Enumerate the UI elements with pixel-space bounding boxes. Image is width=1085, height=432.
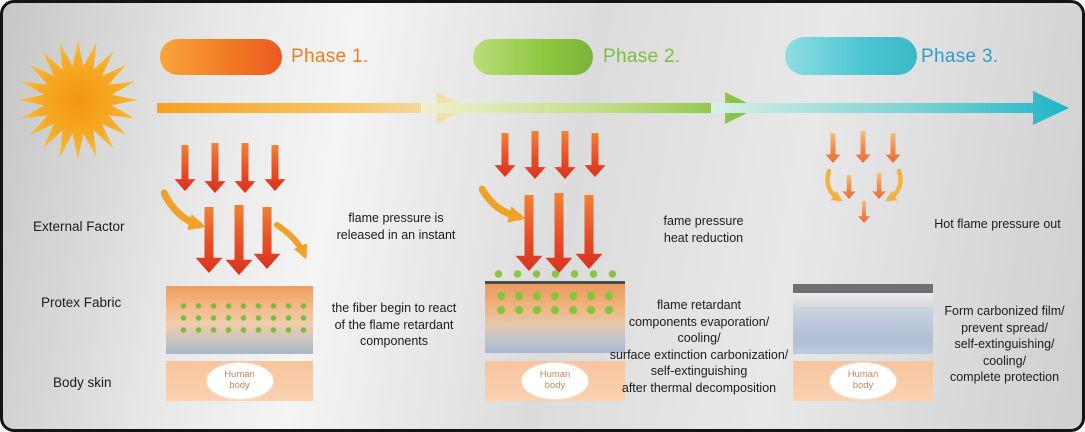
retardant-dots bbox=[489, 287, 621, 317]
sun-icon bbox=[18, 40, 138, 160]
phase-label-2: Phase 2. bbox=[603, 46, 681, 67]
fabric-layer-2 bbox=[485, 281, 625, 353]
external-factor-text-2: fame pressure heat reduction bbox=[663, 214, 744, 245]
deflect-arrow-icon bbox=[274, 222, 307, 260]
fabric-text-2: flame retardant components evaporation/ … bbox=[609, 298, 789, 395]
deflect-arrow-icon bbox=[825, 168, 843, 202]
fabric-layer-3-mid bbox=[793, 293, 933, 307]
external-factor-text-1: flame pressure is released in an instant bbox=[336, 211, 456, 242]
fabric-layer-1 bbox=[166, 286, 313, 354]
human-body-oval: Human body bbox=[829, 362, 897, 400]
human-body-oval: Human body bbox=[205, 362, 274, 400]
retardant-dots bbox=[172, 298, 307, 336]
phase-pill-2 bbox=[473, 39, 593, 75]
evaporating-dots bbox=[487, 266, 623, 279]
fabric-layer-3-low bbox=[793, 307, 933, 354]
human-body-label: Human body bbox=[539, 369, 571, 391]
row-label-body-skin: Body skin bbox=[53, 375, 112, 390]
deflect-arrow-icon bbox=[479, 185, 526, 223]
phase-label-1: Phase 1. bbox=[291, 46, 369, 67]
phase-pill-1 bbox=[160, 39, 282, 75]
fabric-text-1: the fiber begin to react of the flame re… bbox=[331, 301, 457, 348]
human-body-label: Human body bbox=[224, 369, 255, 391]
body-skin-layer-2: Human body bbox=[485, 361, 625, 401]
fabric-text-3: Form carbonized film/ prevent spread/ se… bbox=[944, 304, 1065, 384]
body-skin-layer-1: Human body bbox=[166, 361, 313, 401]
deflect-arrow-icon bbox=[161, 189, 206, 231]
external-factor-text-3: Hot flame pressure out bbox=[934, 217, 1061, 231]
carbonized-film-layer bbox=[793, 284, 933, 293]
deflect-arrow-icon bbox=[885, 168, 903, 202]
timeline-arrow-icon bbox=[157, 91, 1069, 125]
human-body-label: Human body bbox=[847, 369, 879, 391]
flame-arrow-icons bbox=[479, 131, 606, 273]
body-skin-layer-3: Human body bbox=[793, 361, 933, 401]
phase-label-3: Phase 3. bbox=[921, 46, 999, 67]
row-label-protex-fabric: Protex Fabric bbox=[41, 295, 122, 310]
flame-arrow-icons bbox=[161, 143, 307, 275]
human-body-oval: Human body bbox=[521, 362, 589, 400]
flame-arrow-icons bbox=[825, 131, 903, 223]
row-label-external-factor: External Factor bbox=[33, 219, 125, 234]
phase-pill-3 bbox=[785, 37, 917, 75]
